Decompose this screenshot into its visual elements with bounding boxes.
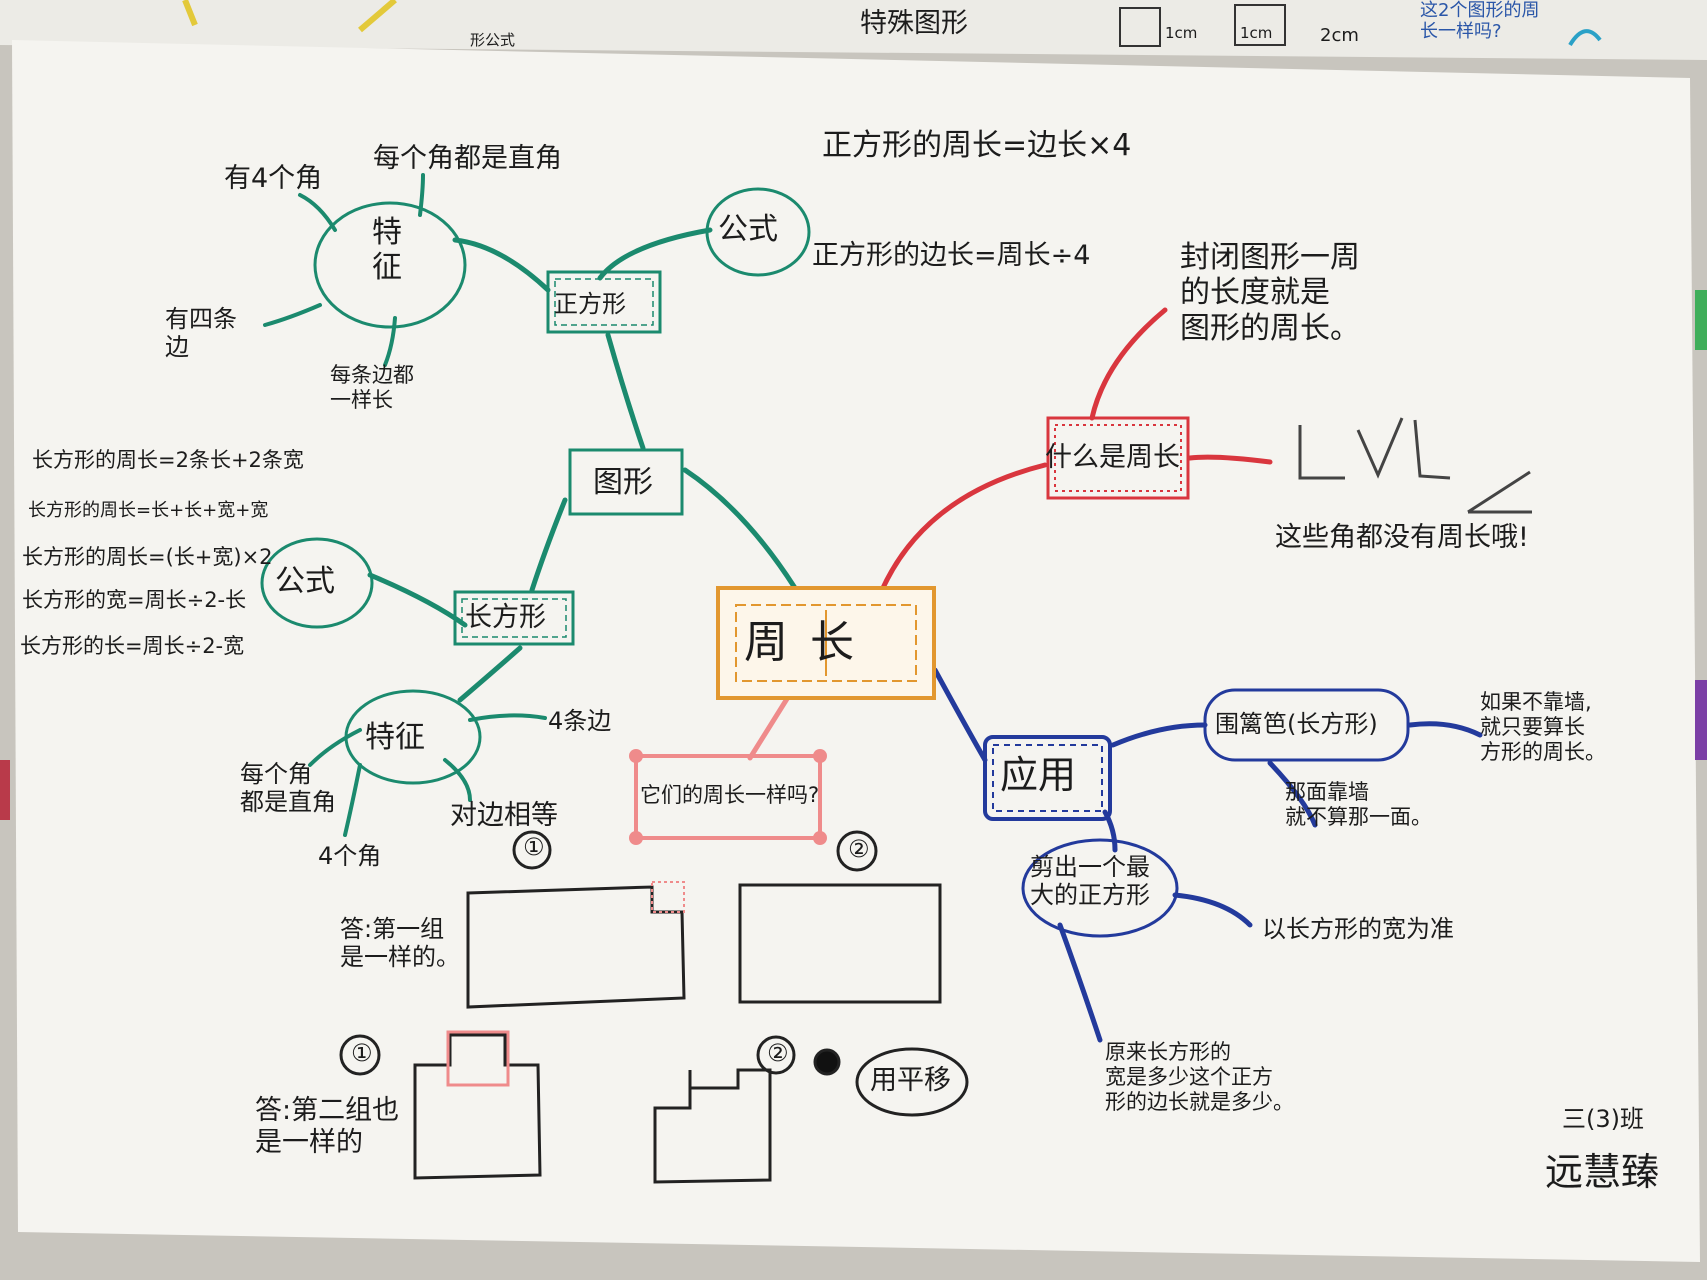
fence-note-2: 那面靠墙 就不算那一面。 [1285, 780, 1432, 829]
cut-node [1021, 838, 1179, 938]
cut-label: 剪出一个最 大的正方形 [1030, 853, 1150, 910]
fence-label: 围篱笆(长方形) [1215, 710, 1378, 738]
blue-branches [932, 667, 1483, 1043]
rect-node-label: 长方形 [465, 602, 546, 633]
square-node-box [546, 270, 662, 334]
square-side-formula: 正方形的边长=周长÷4 [812, 240, 1091, 271]
yellow-mark-2 [358, 0, 397, 33]
rect-feature-4-sides: 4条边 [548, 707, 612, 735]
fence-node [1203, 688, 1410, 762]
center-title: 周 长 [744, 617, 858, 668]
rect-node-box [453, 590, 575, 646]
square-formula-label: 公式 [718, 212, 778, 247]
square-formula-ellipse [705, 187, 811, 277]
small-box-top-2 [1234, 4, 1286, 46]
definition-label: 什么是周长 [1045, 442, 1180, 473]
square-feature-right-angles: 每个角都是直角 [373, 143, 562, 174]
group2-number-1: ① [351, 1039, 373, 1067]
edge-purple [1695, 680, 1707, 760]
rect-formula-2: 长方形的周长=长+长+宽+宽 [28, 500, 269, 521]
top-question: 这2个图形的周 长一样吗? [1420, 0, 1540, 43]
rect-features-label: 特征 [365, 720, 425, 755]
square-feature-equal-sides: 每条边都 一样长 [330, 363, 414, 412]
moved-corner [651, 881, 685, 913]
group2-shapes [339, 1033, 969, 1184]
square-features-ellipse [313, 201, 467, 329]
rect-feature-opposite-equal: 对边相等 [450, 800, 558, 831]
yellow-mark [182, 0, 198, 27]
group1-answer: 答:第一组 是一样的。 [340, 915, 460, 972]
definition-box [1046, 416, 1190, 500]
square-node-inner [554, 278, 654, 326]
group1-number-1: ① [523, 833, 545, 861]
application-box [983, 735, 1112, 821]
angles-note: 这些角都没有周长哦! [1275, 522, 1529, 553]
square-node-label: 正方形 [554, 290, 626, 318]
blue-mark [1568, 29, 1602, 47]
square-perimeter-formula: 正方形的周长=边长×4 [822, 128, 1132, 163]
rect-formula-3: 长方形的周长=(长+宽)×2 [22, 545, 273, 569]
rect-node-inner [461, 598, 567, 638]
group1-shapes [466, 830, 942, 1009]
top-unit-b: 1cm [1240, 24, 1273, 42]
rect-feature-right-angles: 每个角 都是直角 [240, 760, 336, 817]
application-label: 应用 [1000, 753, 1077, 797]
rect-formula-4: 长方形的宽=周长÷2-长 [22, 588, 247, 612]
group2-answer: 答:第二组也 是一样的 [255, 1095, 400, 1158]
signature-name: 远慧臻 [1545, 1150, 1660, 1194]
top-unit-c: 2cm [1320, 25, 1359, 46]
definition-box-dots [1054, 424, 1182, 492]
edge-red [0, 760, 10, 820]
top-special-shape: 特殊图形 [860, 8, 968, 39]
small-box-top [1119, 7, 1161, 47]
rect-features-ellipse [344, 689, 482, 785]
rect-formula-label: 公式 [275, 564, 335, 599]
group2-number-2: ② [767, 1039, 789, 1067]
rect-formula-1: 长方形的周长=2条长+2条宽 [32, 448, 304, 472]
square-features-label: 特 征 [372, 215, 402, 286]
rect-feature-4-angles: 4个角 [318, 842, 382, 870]
cut-note-1: 以长方形的宽为准 [1262, 915, 1454, 943]
rect-formula-5: 长方形的长=周长÷2-宽 [20, 634, 245, 658]
cut-note-2: 原来长方形的 宽是多少这个正方 形的边长就是多少。 [1105, 1040, 1294, 1114]
group1-number-2: ② [848, 835, 870, 863]
question-box [629, 749, 827, 845]
question-label: 它们的周长一样吗? [640, 783, 820, 807]
angles-sketch [1298, 417, 1532, 514]
fence-note-1: 如果不靠墙, 就只要算长 方形的周长。 [1480, 690, 1606, 764]
rect-formula-ellipse [260, 537, 374, 629]
edge-green [1695, 290, 1707, 350]
translate-marker [446, 1030, 510, 1087]
red-branches [879, 307, 1273, 593]
center-node [716, 586, 936, 700]
signature-class: 三(3)班 [1562, 1105, 1644, 1133]
shapes-node-label: 图形 [593, 465, 653, 500]
translate-note: 用平移 [870, 1065, 951, 1096]
shapes-node-box [568, 448, 684, 516]
definition-text: 封闭图形一周 的长度就是 图形的周长。 [1180, 240, 1360, 346]
square-feature-4-sides: 有四条 边 [165, 305, 237, 362]
top-unit-a: 1cm [1165, 24, 1198, 42]
square-feature-4-angles: 有4个角 [224, 163, 323, 194]
top-formula-label: 形公式 [470, 31, 516, 49]
